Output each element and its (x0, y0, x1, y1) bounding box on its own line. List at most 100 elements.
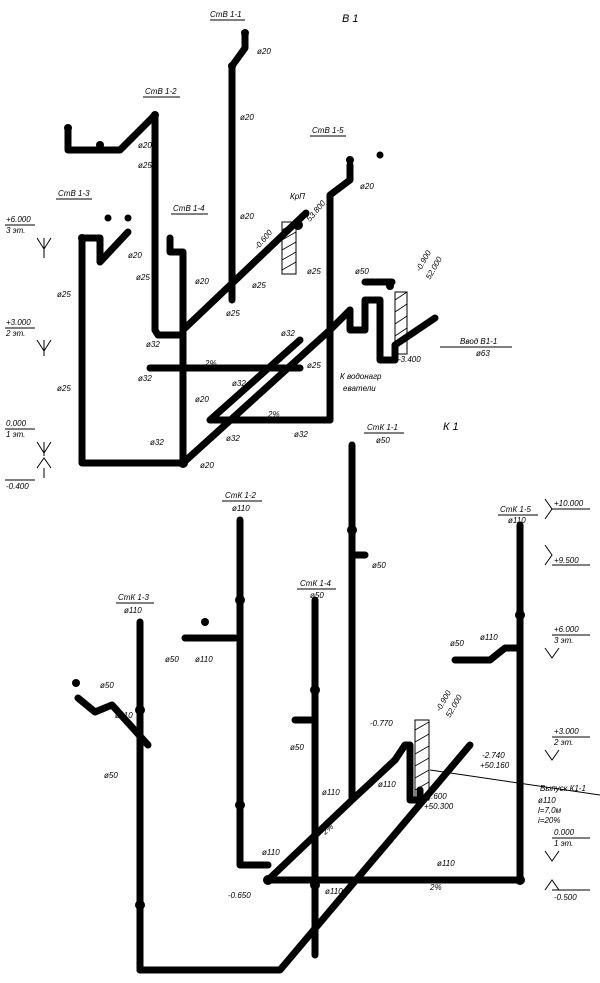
diameter-label: ø32 (138, 374, 152, 383)
valve-icon (386, 282, 394, 290)
level-value: +9.500 (554, 556, 579, 565)
washbasin-icon (201, 618, 209, 626)
riser-diameter: ø50 (310, 591, 324, 600)
elev-label: -3.400 (398, 355, 421, 364)
riser-diameter: ø110 (508, 516, 526, 525)
outlet-label: Выпуск К1-1 (540, 784, 586, 793)
riser-stv1-5 (326, 161, 354, 424)
cleanout-icon (515, 875, 525, 885)
cleanout-icon (135, 900, 145, 910)
diameter-label: ø32 (232, 379, 246, 388)
k1-ground-hatch (414, 719, 430, 801)
k1-pipes (74, 441, 524, 974)
level-value: -0.400 (6, 482, 29, 491)
diameter-label: ø25 (136, 273, 150, 282)
riser-stv1-1 (228, 29, 249, 304)
tee-icon (178, 458, 188, 468)
slope-label: 2% (429, 883, 442, 892)
outlet-diameter: ø110 (538, 796, 556, 805)
diameter-label: ø25 (226, 309, 240, 318)
label-stk1-3: СтК 1-3 (118, 593, 149, 602)
k1-outlet-pipe (391, 741, 424, 804)
level-value: +6.000 (554, 625, 579, 634)
leader-line (429, 769, 600, 796)
elev-label: +50.300 (424, 802, 454, 811)
floor-label: 1 эт. (554, 839, 573, 848)
level-value: 0.000 (6, 419, 27, 428)
inlet-label: Ввод В1-1 (460, 337, 497, 346)
diameter-label: ø25 (307, 267, 321, 276)
diameter-label: ø32 (281, 329, 295, 338)
diameter-label: ø20 (360, 182, 374, 191)
label-stk1-5: СтК 1-5 (500, 505, 531, 514)
k1-collector-diagonal (264, 756, 399, 884)
slope-label: 2% (204, 359, 217, 368)
level-arrow-icon (544, 544, 553, 566)
b1-annotations: КрП 2% 2% К водонагр еватели Ввод В1-1 ø… (204, 192, 512, 419)
valve-icon (241, 29, 249, 37)
cleanout-icon (235, 595, 245, 605)
label-stv1-4: СтВ 1-4 (173, 204, 205, 213)
riser-stk1-2 (236, 516, 272, 869)
cleanout-icon (310, 880, 320, 890)
wall-section (394, 291, 408, 355)
outlet-slope: i=20% (538, 816, 560, 825)
b1-ground-hatch (281, 221, 408, 355)
diameter-label: ø32 (294, 430, 308, 439)
elev-label: -2.600 (424, 792, 447, 801)
level-value: +6.000 (6, 215, 31, 224)
label-stv1-5: СтВ 1-5 (312, 126, 344, 135)
diameter-label: ø20 (195, 277, 209, 286)
diameter-label: ø20 (200, 461, 214, 470)
k1-branch-50 (74, 694, 152, 749)
floor-label: 1 эт. (6, 430, 25, 439)
elbow-icon (78, 234, 86, 242)
cleanout-icon (235, 800, 245, 810)
b1-diameter-labels: ø20 ø20 ø20 ø25 ø20 ø20 ø20 ø25 ø20 ø25 … (57, 47, 374, 470)
tap-icon (64, 124, 72, 132)
b1-pipes (64, 29, 439, 467)
tap-icon (104, 214, 112, 222)
label-stk1-1: СтК 1-1 (367, 423, 398, 432)
label-stk1-4: СтК 1-4 (300, 579, 331, 588)
diameter-label: ø32 (226, 434, 240, 443)
diameter-label: ø110 (378, 780, 396, 789)
b1-main-line-lower (179, 306, 354, 467)
diameter-label: ø25 (307, 361, 321, 370)
elev-label: -0.650 (228, 891, 251, 900)
k1-level-marks: +10.000 +9.500 +6.000 3 эт. +3.000 2 эт.… (544, 498, 590, 902)
b1-inlet-pipe (346, 296, 439, 364)
diameter-label: ø110 (322, 788, 340, 797)
riser-diameter: ø110 (124, 606, 142, 615)
b1-fittings (64, 29, 394, 468)
diameter-label: ø20 (240, 212, 254, 221)
level-value: 0.000 (554, 828, 575, 837)
tee-icon (228, 62, 236, 70)
diameter-label: ø25 (252, 281, 266, 290)
k1-scheme: К 1 (72, 421, 600, 974)
floor-label: 3 эт. (6, 226, 25, 235)
heater-label-line1: К водонагр (340, 372, 382, 381)
level-arrow-icon (36, 457, 52, 469)
diameter-label: ø110 (325, 887, 343, 896)
floor-label: 3 эт. (554, 636, 573, 645)
diameter-label: ø20 (195, 395, 209, 404)
diameter-label: ø110 (115, 711, 133, 720)
riser-stv1-3 (78, 228, 184, 467)
riser-diameter: ø50 (376, 436, 390, 445)
diameter-label: ø110 (480, 633, 498, 642)
level-arrow-icon (544, 879, 560, 891)
label-stv1-2: СтВ 1-2 (145, 87, 177, 96)
diameter-label: ø20 (240, 113, 254, 122)
riser-diameter: ø110 (232, 504, 250, 513)
hatch-lines (414, 721, 430, 791)
diameter-label: ø20 (128, 251, 142, 260)
k1-diameter-labels: ø50 ø50 ø110 ø50 ø110 ø50 ø50 ø50 ø110 ø… (100, 561, 498, 896)
diameter-label: ø50 (165, 655, 179, 664)
heater-label-line2: еватели (343, 384, 376, 393)
wall-section (414, 719, 430, 801)
washbasin-icon (72, 679, 80, 687)
diameter-label: ø110 (262, 848, 280, 857)
diameter-label: ø50 (450, 639, 464, 648)
